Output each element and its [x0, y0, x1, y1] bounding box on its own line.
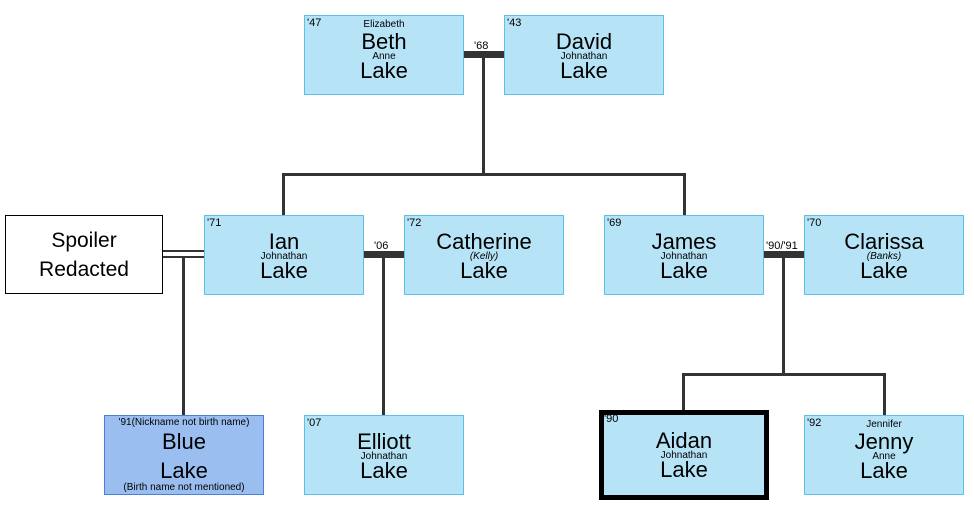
person-blue: '91(Nickname not birth name) Blue Lake (…: [104, 415, 264, 495]
last-name: Lake: [460, 258, 508, 283]
last-name: Lake: [660, 258, 708, 283]
first-name: Beth: [361, 29, 407, 54]
birth-year: '07: [307, 417, 322, 429]
birth-year: '69: [607, 217, 622, 229]
birth-year: '90: [604, 413, 619, 425]
marriage-year-james-clarissa: '90/'91: [766, 240, 798, 252]
birth-year: '72: [407, 217, 422, 229]
descent-line-james-children: [782, 251, 785, 374]
birth-name-note: (Birth name not mentioned): [123, 482, 245, 493]
birth-year: '92: [807, 417, 822, 429]
first-name: James: [651, 229, 717, 254]
first-name: Blue: [161, 429, 207, 454]
given-name: Jennifer: [866, 419, 902, 430]
marriage-year-ian-catherine: '06: [374, 240, 389, 252]
first-name: Ian: [268, 229, 300, 254]
middle-name: Johnathan: [260, 251, 308, 262]
middle-name: Anne: [372, 51, 396, 62]
given-name: Elizabeth: [363, 19, 405, 30]
descent-line-elliott: [382, 251, 385, 416]
person-catherine: '72 Catherine (Kelly) Lake: [404, 215, 564, 295]
sibling-bar: [282, 173, 686, 176]
last-name: Lake: [360, 458, 408, 483]
person-clarissa: '70 Clarissa (Banks) Lake: [804, 215, 964, 295]
last-name: Lake: [560, 58, 608, 83]
person-spoiler-redacted: Spoiler Redacted: [5, 215, 163, 294]
birth-year: '91(Nickname not birth name): [118, 417, 250, 428]
last-name: Lake: [160, 458, 208, 483]
birth-year: '70: [807, 217, 822, 229]
last-name: Lake: [860, 258, 908, 283]
birth-year: '47: [307, 17, 322, 29]
middle-name: Johnathan: [360, 451, 408, 462]
descent-line-aidan: [682, 373, 685, 413]
last-name: Lake: [260, 258, 308, 283]
first-name: Catherine: [436, 229, 532, 254]
person-david: '43 David Johnathan Lake: [504, 15, 664, 95]
first-name: Clarissa: [844, 229, 924, 254]
person-jenny: '92 Jennifer Jenny Anne Lake: [804, 415, 964, 495]
last-name: Lake: [660, 457, 708, 482]
descent-line-ian: [282, 173, 285, 216]
person-elliott: '07 Elliott Johnathan Lake: [304, 415, 464, 495]
last-name: Lake: [860, 458, 908, 483]
descent-line-blue: [182, 256, 185, 416]
marriage-year-beth-david: '68: [474, 40, 489, 52]
first-name: Elliott: [357, 429, 411, 454]
middle-name: Johnathan: [660, 450, 708, 461]
first-name: Aidan: [655, 428, 713, 453]
descent-line-jenny: [883, 373, 886, 416]
descent-line-james: [683, 173, 686, 216]
person-aidan: '90 Aidan Johnathan Lake: [599, 410, 769, 500]
first-name: Jenny: [854, 429, 914, 454]
birth-year: '43: [507, 17, 522, 29]
last-name: Lake: [360, 58, 408, 83]
birth-year: '71: [207, 217, 222, 229]
spoiler-line-2: Redacted: [39, 258, 129, 281]
person-ian: '71 Ian Johnathan Lake: [204, 215, 364, 295]
descent-line-lake-parents: [482, 51, 485, 174]
maiden-name: (Banks): [866, 251, 902, 262]
partner-line-spoiler-top: [163, 250, 205, 252]
maiden-name: (Kelly): [469, 251, 499, 262]
person-beth: '47 Elizabeth Beth Anne Lake: [304, 15, 464, 95]
children-bar-james: [682, 373, 886, 376]
middle-name: Anne: [872, 451, 896, 462]
first-name: David: [555, 29, 613, 54]
middle-name: Johnathan: [660, 251, 708, 262]
spoiler-line-1: Spoiler: [51, 229, 117, 252]
person-james: '69 James Johnathan Lake: [604, 215, 764, 295]
middle-name: Johnathan: [560, 51, 608, 62]
